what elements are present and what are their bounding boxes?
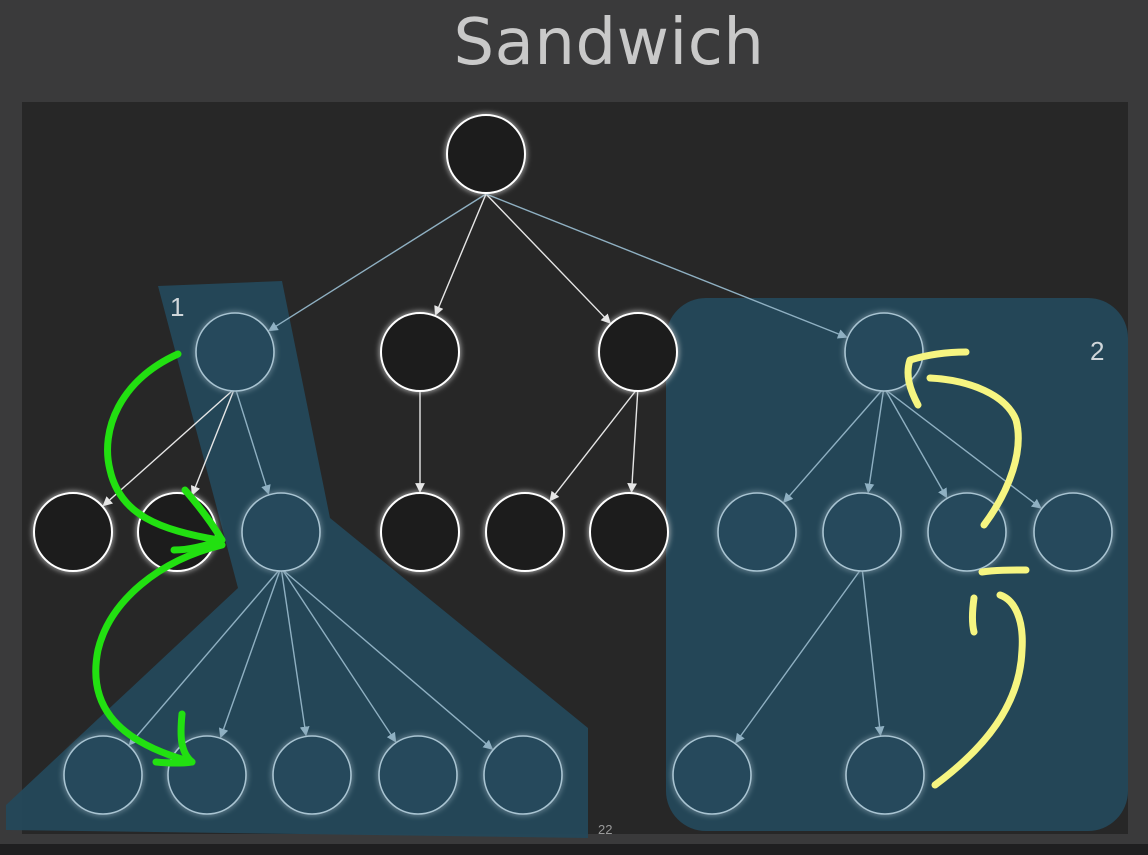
tree-node xyxy=(589,492,669,572)
green-arrow-1-head xyxy=(170,486,226,554)
green-arrow-2 xyxy=(92,541,226,766)
yellow-arrow-1-head xyxy=(969,566,1030,636)
yellow-arrow-1 xyxy=(931,591,1026,789)
tree-node xyxy=(844,312,924,392)
tree-node xyxy=(446,114,526,194)
tree-node xyxy=(845,735,925,815)
tree-node xyxy=(1033,492,1113,572)
tree-edge xyxy=(102,390,233,507)
tree-node xyxy=(672,735,752,815)
tree-edge xyxy=(280,570,310,737)
tree-node xyxy=(33,492,113,572)
green-arrow-2-head xyxy=(152,710,196,767)
tree-node xyxy=(241,492,321,572)
slide-number: 22 xyxy=(598,822,613,837)
tree-node xyxy=(927,492,1007,572)
tree-node xyxy=(485,492,565,572)
tree-edge xyxy=(861,570,885,737)
region-label-1: 1 xyxy=(170,292,184,322)
tree-edge xyxy=(485,193,611,324)
tree-edge xyxy=(885,390,948,499)
tree-edge xyxy=(283,570,494,750)
yellow-arrow-2-head xyxy=(904,348,970,409)
tree-edge xyxy=(218,570,281,739)
region-labels: 12 xyxy=(170,292,1104,366)
tree-edge xyxy=(864,390,885,494)
tree-edge xyxy=(627,390,639,494)
tree-edge xyxy=(268,193,487,332)
tree-node xyxy=(272,735,352,815)
tree-edge xyxy=(235,390,271,495)
tree-edge xyxy=(434,193,487,316)
tree-node xyxy=(483,735,563,815)
tree-edges xyxy=(102,193,1042,750)
tree-edge xyxy=(485,193,848,339)
tree-edge xyxy=(128,570,279,746)
slide-title: Sandwich xyxy=(453,6,765,80)
tree-node xyxy=(822,492,902,572)
bottom-strip xyxy=(0,844,1148,855)
tree-nodes xyxy=(33,114,1113,815)
tree-node xyxy=(717,492,797,572)
tree-node xyxy=(380,312,460,392)
tree-edge xyxy=(886,390,1042,509)
tree-node xyxy=(378,735,458,815)
green-arrow-1 xyxy=(104,350,222,544)
handdrawn-annotations xyxy=(92,348,1030,789)
yellow-arrow-2 xyxy=(926,374,1022,529)
tree-edge xyxy=(783,390,882,504)
tree-node xyxy=(63,735,143,815)
tree-node xyxy=(195,312,275,392)
tree-node xyxy=(598,312,678,392)
tree-edge xyxy=(282,570,397,743)
tree-edge xyxy=(190,390,235,496)
tree-edge xyxy=(549,390,637,502)
region-label-2: 2 xyxy=(1090,336,1104,366)
tree-node xyxy=(380,492,460,572)
tree-edge xyxy=(735,570,861,744)
